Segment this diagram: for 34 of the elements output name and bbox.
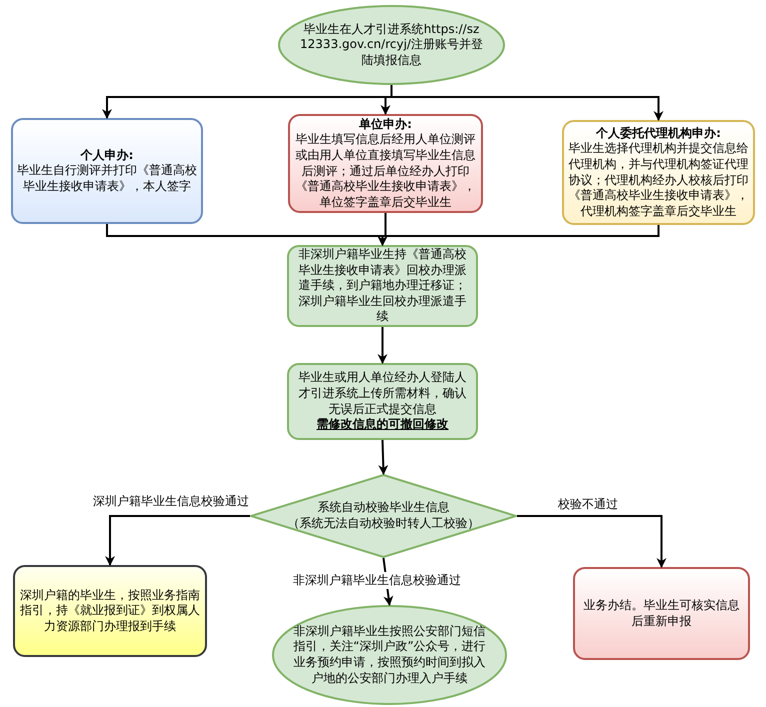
box-heading: 个人委托代理机构申办: [596, 126, 721, 142]
edge-label: 校验不通过 [557, 496, 619, 513]
box-text: 系统自动校验毕业生信息 [318, 500, 450, 516]
box-text: 毕业生或用人单位经办人登陆人才引进系统上传所需材料，确认无误后正式提交信息 [298, 370, 468, 418]
end-box [573, 567, 750, 660]
box-text: 业务办结。毕业生可核实信息后重新申报 [582, 598, 740, 630]
box-heading: 单位申办: [359, 116, 412, 132]
box-text: 非深圳户籍毕业生持《普通高校毕业生接收申请表》回校办理派遣手续，到户籍地办理迁移证；深圳户籍毕业生回校办理派遣手续 [298, 247, 468, 325]
box-text: 毕业生自行测评并打印《普通高校毕业生接收申请表》，本人签字 [17, 163, 197, 194]
arrow [378, 225, 660, 246]
note-text: 需修改信息的可撤回修改 [316, 417, 448, 433]
process-box [288, 114, 483, 213]
process-box [11, 118, 203, 224]
edge-label: 深圳户籍毕业生信息校验通过 [92, 493, 250, 510]
box-text: 毕业生填写信息后经用人单位测评或由用人单位直接填写毕业生信息后测评；通过后单位经办人打印《普通高校毕业生接收申请表》，单位签字盖章后交毕业生 [294, 132, 476, 210]
arrow [105, 515, 250, 566]
box-text: 毕业生在人才引进系统https://sz12333.gov.cn/rcyj/注册账号并登陆填报信息 [300, 22, 483, 68]
process-box [287, 363, 478, 440]
arrow [517, 515, 666, 568]
edge-label: 非深圳户籍毕业生信息校验通过 [292, 572, 462, 589]
arrow [390, 85, 664, 121]
arrow [378, 440, 388, 475]
end-ellipse [272, 605, 507, 705]
process-box [562, 120, 755, 225]
decision-diamond [250, 474, 517, 558]
box-text: 非深圳户籍毕业生按照公安部门短信指引，关注“深圳户政”公众号，进行业务预约申请，按照预约时间到拟入户地的公安部门办理入户手续 [292, 624, 487, 686]
process-box [13, 565, 207, 657]
box-text: 深圳户籍的毕业生，按照业务指南指引，持《就业报到证》到权属人力资源部门办理报到手续 [19, 588, 201, 634]
start-ellipse [278, 5, 505, 85]
box-heading: 个人申办: [80, 148, 134, 164]
arrow [378, 327, 388, 364]
box-text: 毕业生选择代理机构并提交信息给代理机构，并与代理机构签证代理协议；代理机构经办人校核后打印《普通高校毕业生接收申请表》，代理机构签字盖章后交毕业生 [568, 141, 749, 220]
box-text: （系统无法自动校验时转人工校验） [288, 516, 480, 532]
process-box [287, 245, 478, 327]
